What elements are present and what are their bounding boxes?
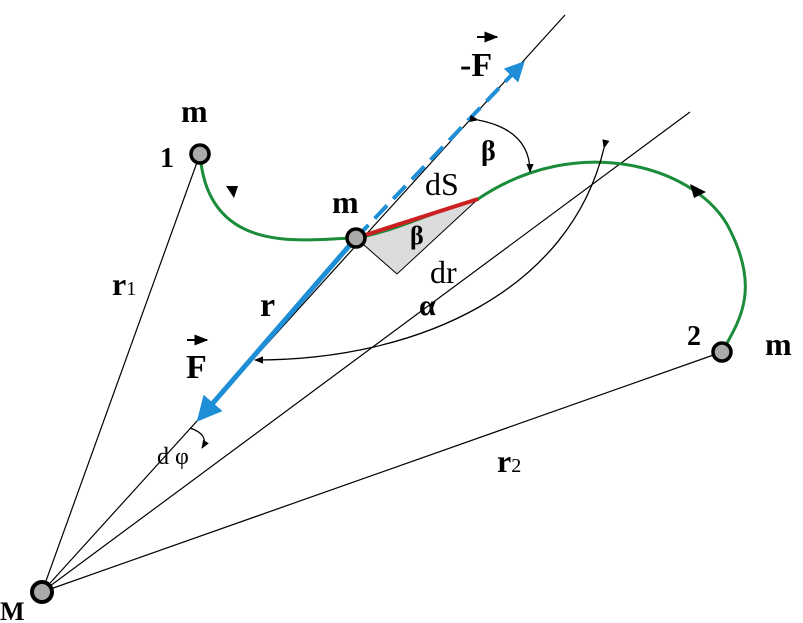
label-minus-force: -F (460, 31, 499, 84)
radius-vector-r1 (41, 153, 201, 593)
trajectory-arrow-1 (226, 186, 238, 198)
alpha-angle-arc (254, 139, 610, 364)
label-mass-top: m (181, 93, 208, 129)
label-point-2: 2 (687, 321, 701, 352)
label-dr: dr (430, 254, 457, 290)
radial-line-r (41, 14, 566, 593)
svg-text:F: F (186, 349, 207, 386)
central-mass (30, 580, 54, 604)
label-beta-triangle: β (410, 221, 424, 250)
radius-vector-r2 (41, 351, 723, 593)
label-point-1: 1 (160, 143, 174, 174)
point-mid-mass (345, 227, 367, 249)
label-r2: r2 (497, 443, 521, 479)
point-1-mass (189, 143, 211, 165)
label-force: F (186, 334, 209, 386)
label-r: r (260, 287, 275, 324)
label-mass-right: m (765, 326, 792, 362)
svg-text:-F: -F (460, 47, 492, 84)
label-beta-top: β (481, 136, 496, 167)
force-vector (196, 236, 358, 422)
dphi-angle-arc (189, 427, 209, 449)
trajectory-arrow-2 (690, 184, 706, 198)
label-r1: r1 (112, 266, 136, 302)
label-alpha: α (419, 289, 436, 322)
label-dphi: d φ (157, 444, 189, 470)
label-mass-mid: m (332, 184, 359, 220)
label-ds: dS (425, 166, 459, 202)
point-2-mass (711, 341, 733, 363)
label-central-mass: M (0, 597, 25, 623)
